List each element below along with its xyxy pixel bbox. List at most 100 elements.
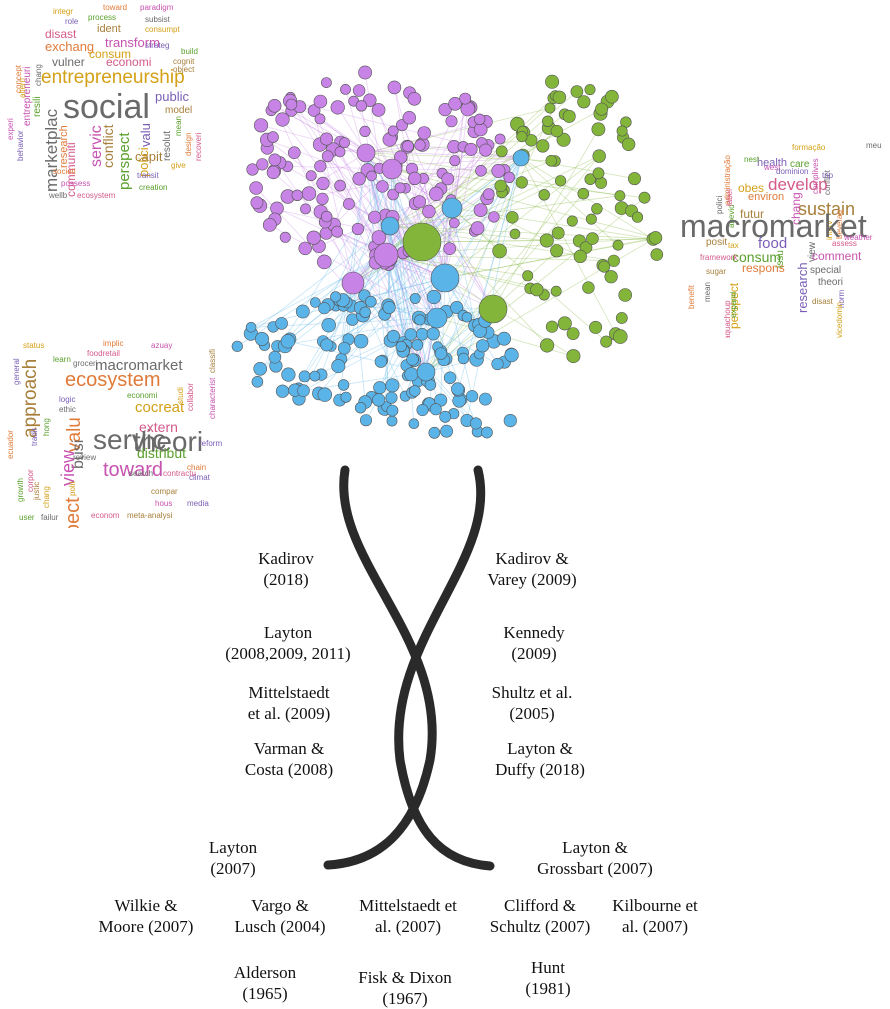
network-node xyxy=(638,191,651,204)
network-node xyxy=(550,124,564,138)
network-node xyxy=(339,137,350,149)
network-node xyxy=(473,122,488,137)
network-node xyxy=(544,102,556,114)
network-node xyxy=(429,403,442,416)
network-node xyxy=(231,340,243,352)
network-edge xyxy=(520,157,635,179)
word-futur: futur xyxy=(740,207,765,221)
network-edge xyxy=(389,195,620,227)
ref-kilbourne-2007: Kilbourne et al. (2007) xyxy=(612,896,698,936)
network-node xyxy=(402,140,414,153)
word-altern: altern xyxy=(18,78,27,99)
network-edge xyxy=(385,254,531,289)
network-node xyxy=(412,195,426,209)
word-search: search xyxy=(129,469,154,478)
word-role: role xyxy=(65,17,79,26)
word-user: user xyxy=(19,513,35,522)
word-sustain: sustain xyxy=(798,199,856,219)
network-node xyxy=(482,188,495,201)
network-node xyxy=(320,77,332,88)
word-chang: chang xyxy=(42,486,51,508)
ref-fisk-dixon-1967: Fisk & Dixon (1967) xyxy=(358,968,452,1008)
network-node xyxy=(615,312,628,324)
network-node xyxy=(450,300,464,314)
network-node xyxy=(466,390,479,403)
network-edge xyxy=(259,205,423,243)
word-compar: compar xyxy=(151,487,178,496)
network-edge xyxy=(365,152,477,424)
network-node xyxy=(330,100,345,115)
network-edge xyxy=(466,157,522,421)
word-benefit: benefit xyxy=(687,284,696,309)
network-node xyxy=(448,97,462,111)
network-node xyxy=(267,99,282,113)
word-cocreat: cocreat xyxy=(135,399,185,416)
network-node xyxy=(612,239,624,251)
network-node xyxy=(516,131,528,143)
network-node xyxy=(539,338,555,353)
network-node xyxy=(591,122,606,137)
network-node xyxy=(268,153,282,167)
network-node xyxy=(371,103,386,117)
word-assess: assess xyxy=(832,239,857,248)
network-node xyxy=(359,125,371,137)
network-node xyxy=(426,307,448,329)
network-node xyxy=(503,171,515,184)
network-node xyxy=(404,367,419,382)
network-node xyxy=(321,150,334,163)
network-node xyxy=(406,353,419,366)
network-node xyxy=(428,426,441,439)
network-edge xyxy=(250,254,387,328)
network-node xyxy=(545,155,558,167)
word-ecuador: ecuador xyxy=(6,429,15,459)
network-node xyxy=(573,249,587,263)
network-node xyxy=(374,355,388,368)
network-node xyxy=(473,203,488,217)
ref-layton-grossbart-2007: Layton & Grossbart (2007) xyxy=(537,838,653,878)
word-classifi: classifi xyxy=(208,349,217,374)
network-node xyxy=(266,165,281,180)
word-trip: trip xyxy=(822,171,834,180)
word-resolut: resolut xyxy=(162,130,173,161)
network-node xyxy=(461,311,473,323)
network-node xyxy=(371,230,387,245)
network-node xyxy=(631,211,644,223)
network-node xyxy=(598,260,611,273)
network-node xyxy=(566,215,578,227)
word-reform: reform xyxy=(199,439,223,448)
network-node xyxy=(627,172,641,186)
network-node xyxy=(279,231,291,243)
network-node xyxy=(250,196,264,210)
word-health: health xyxy=(757,157,787,169)
ref-kadirov-2018: Kadirov (2018) xyxy=(258,549,314,589)
word-exchang: exchang xyxy=(45,39,95,54)
word-societi: societi xyxy=(53,167,76,176)
network-node xyxy=(355,100,368,112)
ref-hunt-1981: Hunt (1981) xyxy=(525,958,571,998)
network-node xyxy=(306,230,321,245)
network-node xyxy=(404,328,417,341)
word-chang: chang xyxy=(34,64,43,86)
network-node xyxy=(380,216,400,236)
network-edge xyxy=(520,157,654,240)
word-issu: issu xyxy=(775,250,786,268)
network-node xyxy=(386,404,399,417)
word-media: media xyxy=(187,499,209,508)
network-node xyxy=(373,242,399,268)
word-climat: climat xyxy=(189,473,210,482)
word-review: review xyxy=(73,453,97,462)
network-node xyxy=(441,197,463,219)
network-node xyxy=(448,217,460,229)
network-node xyxy=(536,139,550,153)
network-node xyxy=(614,190,626,202)
network-node xyxy=(439,410,452,423)
network-node xyxy=(589,320,603,334)
network-node xyxy=(407,92,422,106)
word-perspect: perspect xyxy=(62,497,84,528)
network-node xyxy=(352,172,366,186)
network-node xyxy=(504,348,519,363)
network-node xyxy=(386,415,398,427)
network-edge xyxy=(367,170,427,373)
network-node xyxy=(441,172,455,186)
network-edge xyxy=(384,168,393,409)
